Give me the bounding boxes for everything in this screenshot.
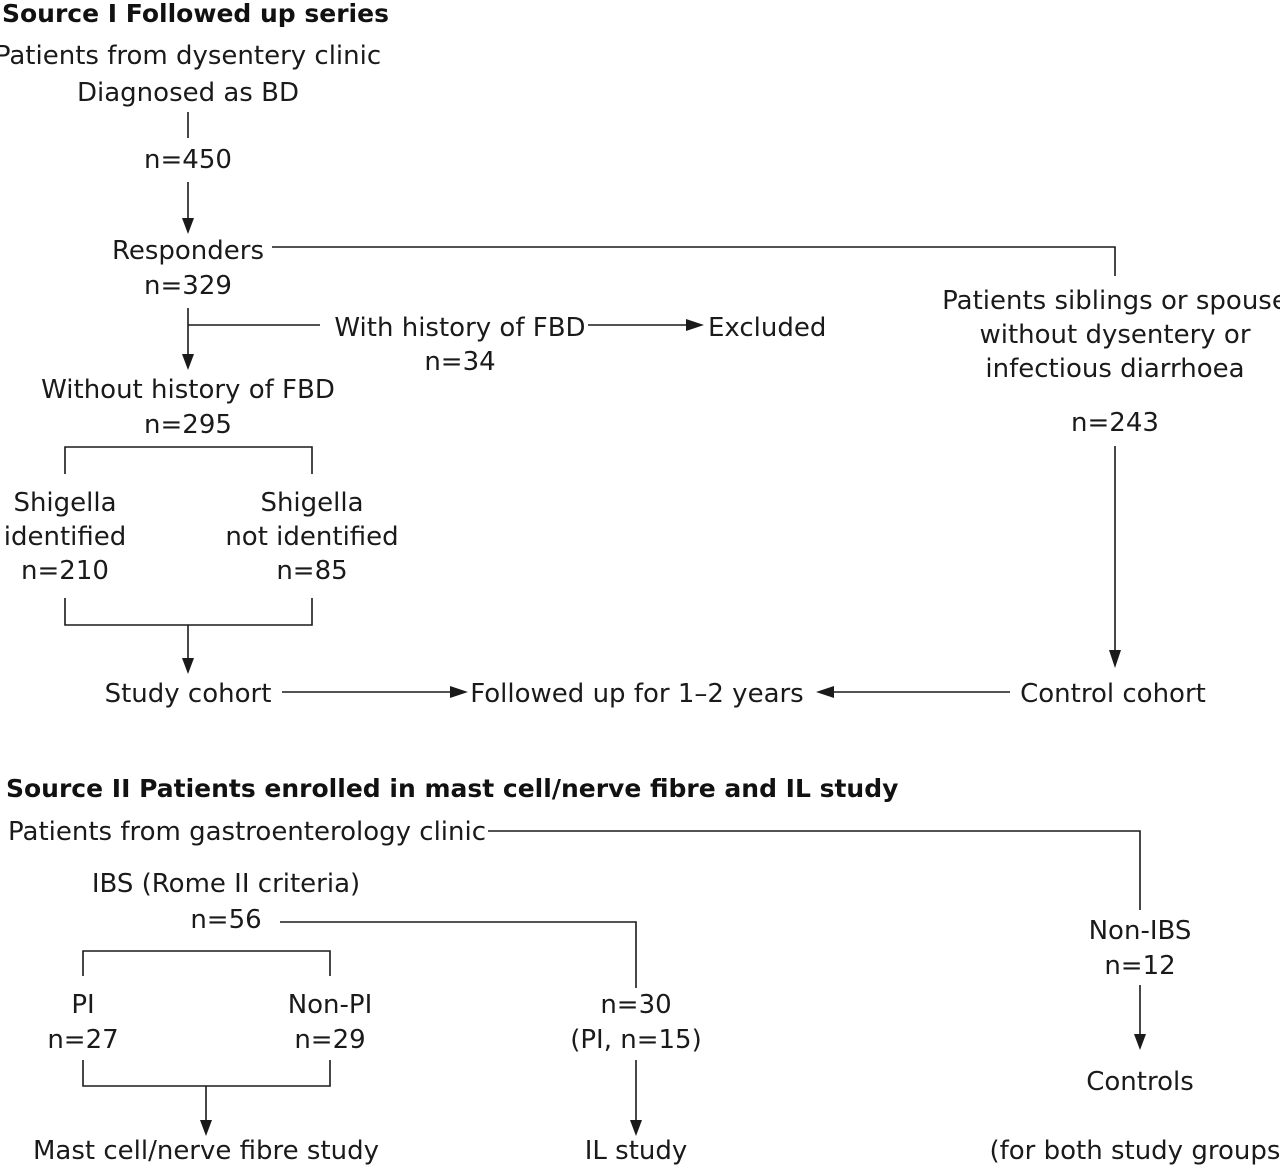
arrowhead-mast-cell bbox=[200, 1120, 212, 1136]
without-history-label: Without history of FBD bbox=[41, 375, 335, 405]
arrowhead-responders bbox=[182, 218, 194, 234]
ibs-label: IBS (Rome II criteria) bbox=[92, 869, 360, 899]
il-study-label: IL study bbox=[585, 1136, 688, 1166]
source1-heading: Source I Followed up series bbox=[2, 0, 389, 28]
n12-label: n=12 bbox=[1104, 951, 1175, 981]
arrowhead-study-cohort bbox=[182, 658, 194, 674]
connector-responders-to-siblings bbox=[272, 246, 1116, 276]
n329-label: n=329 bbox=[144, 271, 232, 301]
arrowhead-without-history bbox=[182, 354, 194, 370]
excluded-label: Excluded bbox=[708, 313, 826, 343]
n295-label: n=295 bbox=[144, 410, 232, 440]
arrowhead-excluded bbox=[686, 319, 704, 331]
non-pi-label: Non-PI bbox=[288, 990, 373, 1020]
non-ibs-label: Non-IBS bbox=[1089, 916, 1192, 946]
controls-label: Controls bbox=[1086, 1067, 1194, 1097]
n450-label: n=450 bbox=[144, 145, 232, 175]
bracket-pi-merge bbox=[82, 1060, 331, 1087]
with-history-label: With history of FBD bbox=[334, 313, 585, 343]
mast-cell-study-label: Mast cell/nerve fibre study bbox=[33, 1136, 379, 1166]
diagnosed-bd-label: Diagnosed as BD bbox=[77, 78, 299, 108]
shigella-identified-label-1: Shigella bbox=[13, 488, 116, 518]
arrowhead-control-cohort bbox=[1109, 650, 1121, 668]
n85-label: n=85 bbox=[276, 556, 347, 586]
n30-label: n=30 bbox=[600, 990, 671, 1020]
n56-label: n=56 bbox=[190, 905, 261, 935]
shigella-identified-label-2: identified bbox=[4, 522, 127, 552]
arrowhead-il-study bbox=[630, 1120, 642, 1136]
pi-label: PI bbox=[71, 990, 94, 1020]
n27-label: n=27 bbox=[47, 1025, 118, 1055]
study-cohort-label: Study cohort bbox=[105, 679, 272, 709]
responders-label: Responders bbox=[112, 236, 264, 266]
shigella-not-identified-label-1: Shigella bbox=[260, 488, 363, 518]
siblings-label-3: infectious diarrhoea bbox=[985, 354, 1244, 384]
shigella-not-identified-label-2: not identified bbox=[225, 522, 398, 552]
dysentery-clinic-label: Patients from dysentery clinic bbox=[0, 41, 381, 71]
controls-note-label: (for both study groups) bbox=[989, 1136, 1280, 1166]
bracket-pi-split bbox=[82, 950, 331, 976]
n243-label: n=243 bbox=[1071, 408, 1159, 438]
n210-label: n=210 bbox=[21, 556, 109, 586]
connector-clinic-to-non-ibs bbox=[488, 830, 1141, 910]
n29-label: n=29 bbox=[294, 1025, 365, 1055]
arrowhead-controls bbox=[1134, 1034, 1146, 1050]
pi15-label: (PI, n=15) bbox=[570, 1025, 702, 1055]
bracket-shigella-merge bbox=[64, 598, 313, 626]
n34-label: n=34 bbox=[424, 347, 495, 377]
siblings-label-1: Patients siblings or spouse bbox=[942, 286, 1280, 316]
source2-heading: Source II Patients enrolled in mast cell… bbox=[6, 774, 898, 803]
connector-56-to-n30 bbox=[280, 921, 637, 988]
control-cohort-label: Control cohort bbox=[1020, 679, 1206, 709]
gastro-clinic-label: Patients from gastroenterology clinic bbox=[8, 817, 486, 847]
bracket-shigella-split bbox=[64, 446, 313, 474]
followed-up-label: Followed up for 1–2 years bbox=[470, 679, 803, 709]
siblings-label-2: without dysentery or bbox=[979, 320, 1250, 350]
arrowhead-followup-left bbox=[450, 686, 468, 698]
arrowhead-followup-right bbox=[816, 686, 834, 698]
